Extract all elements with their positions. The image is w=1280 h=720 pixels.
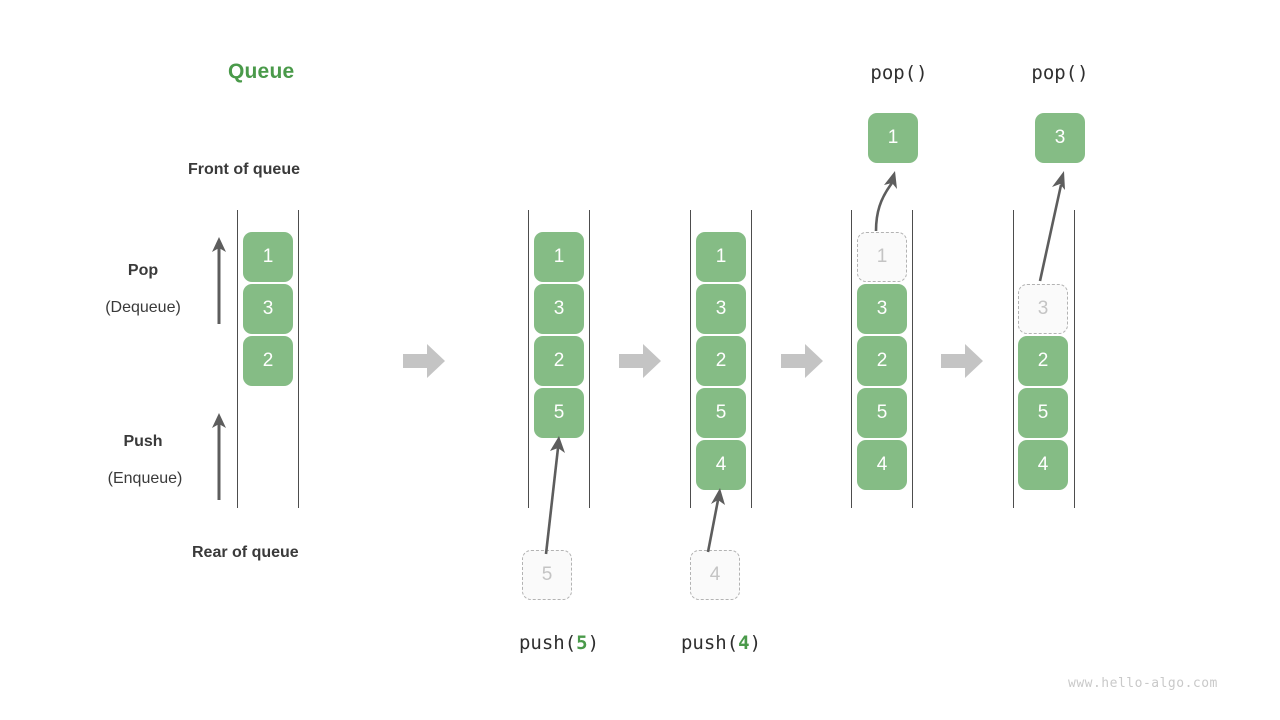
- enqueue-arrow: [530, 430, 578, 556]
- caption-prefix: push(: [680, 632, 739, 654]
- incoming-element-ghost: 4: [690, 550, 740, 600]
- queue-cell-removed: 3: [1018, 284, 1068, 334]
- popped-element: 3: [1035, 113, 1085, 163]
- incoming-element-ghost: 5: [522, 550, 572, 600]
- queue-cell: 2: [534, 336, 584, 386]
- arrow-right-icon: [941, 343, 983, 379]
- operation-label-pop: pop(): [870, 62, 928, 84]
- queue-cell: 3: [243, 284, 293, 334]
- queue-cell-new: 4: [696, 440, 746, 490]
- queue-rail-right: [589, 210, 590, 508]
- queue-rail-right: [298, 210, 299, 508]
- watermark: www.hello-algo.com: [1068, 676, 1218, 691]
- rear-of-queue-label: Rear of queue: [192, 544, 299, 561]
- queue-cell: 4: [857, 440, 907, 490]
- arrow-right-icon: [403, 343, 445, 379]
- caption-arg: 5: [576, 632, 588, 654]
- queue-rail-right: [1074, 210, 1075, 508]
- queue-rail-left: [528, 210, 529, 508]
- queue-rail-right: [751, 210, 752, 508]
- step-caption-push-4: push(4): [646, 632, 796, 654]
- caption-prefix: push(: [518, 632, 577, 654]
- push-direction-arrow: [206, 410, 232, 502]
- caption-arg: 4: [738, 632, 750, 654]
- queue-cell: 5: [857, 388, 907, 438]
- dequeue-arrow: [1027, 165, 1085, 283]
- arrow-right-icon: [619, 343, 661, 379]
- queue-cell: 1: [534, 232, 584, 282]
- front-of-queue-label: Front of queue: [188, 161, 300, 178]
- arrow-right-icon: [781, 343, 823, 379]
- queue-cell: 2: [243, 336, 293, 386]
- queue-cell: 4: [1018, 440, 1068, 490]
- step-caption-push-5: push(5): [484, 632, 634, 654]
- pop-direction-arrow: [206, 234, 232, 326]
- page-title: Queue: [228, 60, 295, 83]
- enqueue-arrow: [696, 482, 738, 554]
- queue-cell: 2: [1018, 336, 1068, 386]
- queue-cell: 5: [696, 388, 746, 438]
- queue-cell: 5: [1018, 388, 1068, 438]
- push-label: Push: [123, 433, 163, 450]
- queue-cell-new: 5: [534, 388, 584, 438]
- queue-rail-left: [1013, 210, 1014, 508]
- queue-cell: 3: [857, 284, 907, 334]
- caption-suffix: ): [749, 632, 762, 654]
- pop-label: Pop: [127, 262, 159, 279]
- queue-rail-left: [237, 210, 238, 508]
- queue-cell: 1: [696, 232, 746, 282]
- popped-element: 1: [868, 113, 918, 163]
- queue-cell-removed: 1: [857, 232, 907, 282]
- queue-cell: 2: [857, 336, 907, 386]
- queue-cell: 3: [696, 284, 746, 334]
- queue-rail-left: [851, 210, 852, 508]
- queue-cell: 2: [696, 336, 746, 386]
- queue-rail-left: [690, 210, 691, 508]
- push-sublabel: (Enqueue): [107, 470, 183, 487]
- queue-rail-right: [912, 210, 913, 508]
- operation-label-pop: pop(): [1031, 62, 1089, 84]
- queue-cell: 1: [243, 232, 293, 282]
- caption-suffix: ): [587, 632, 600, 654]
- dequeue-arrow: [862, 165, 914, 233]
- pop-sublabel: (Dequeue): [105, 299, 181, 316]
- queue-cell: 3: [534, 284, 584, 334]
